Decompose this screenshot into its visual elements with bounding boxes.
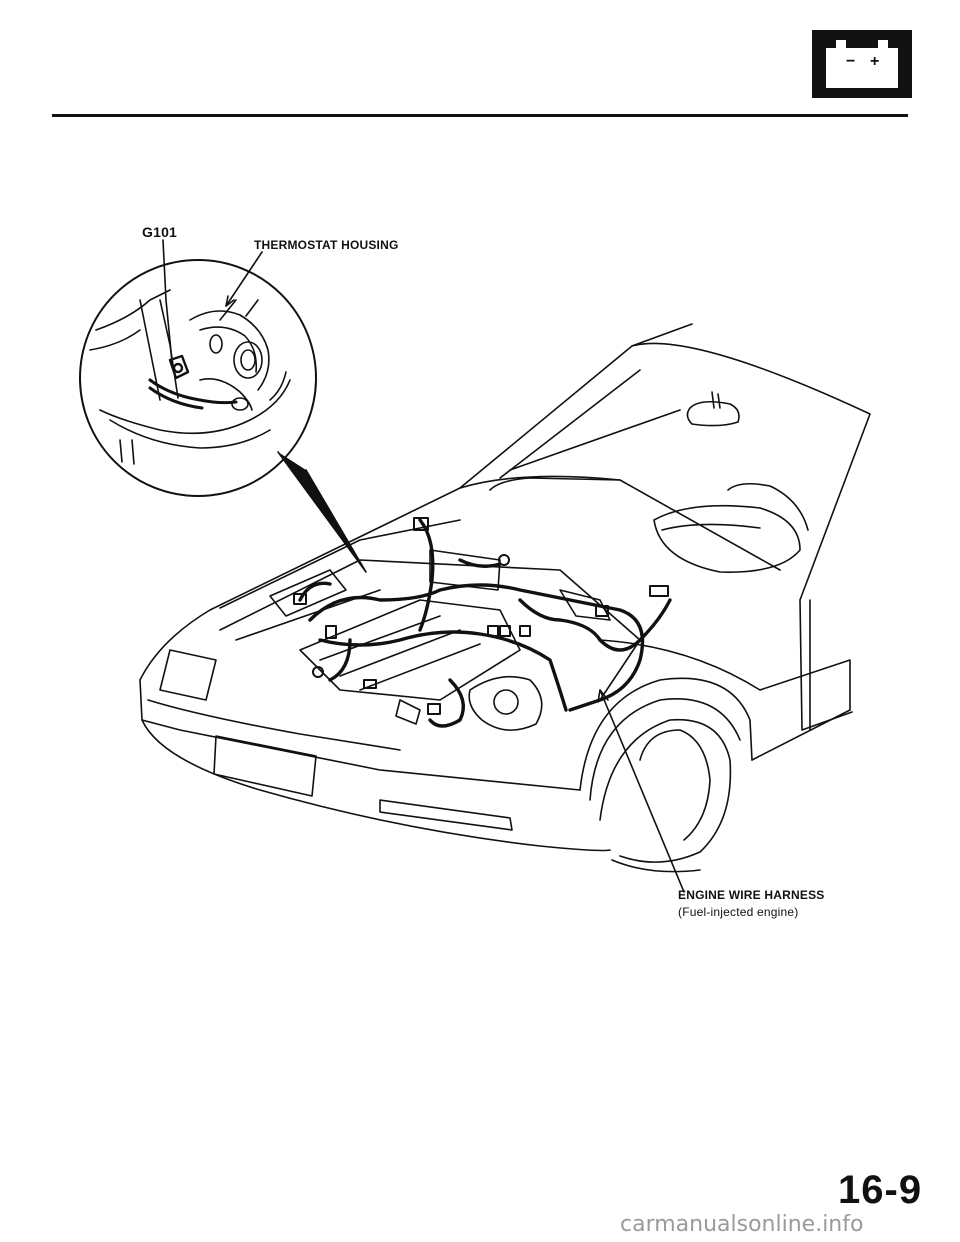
harness-leader — [599, 689, 685, 893]
header-rule — [52, 114, 908, 117]
engine-wire-harness-note: (Fuel-injected engine) — [678, 905, 799, 919]
minus-sign: − — [846, 53, 855, 70]
battery-icon: − + — [812, 30, 912, 103]
plus-sign: + — [870, 53, 879, 70]
thermostat-inset — [79, 259, 317, 497]
watermark: carmanualsonline.info — [620, 1212, 864, 1237]
g101-label: G101 — [142, 224, 178, 240]
connectors — [293, 517, 669, 715]
wire-harness — [298, 518, 672, 728]
thermostat-housing-label: THERMOSTAT HOUSING — [254, 238, 399, 252]
page-number: 16-9 — [838, 1168, 923, 1212]
engine-bay — [219, 549, 641, 731]
license-plate — [213, 735, 317, 797]
engine-wire-harness-label: ENGINE WIRE HARNESS — [678, 888, 825, 902]
thermostat-leader — [225, 251, 263, 307]
g101-leader — [162, 239, 173, 363]
